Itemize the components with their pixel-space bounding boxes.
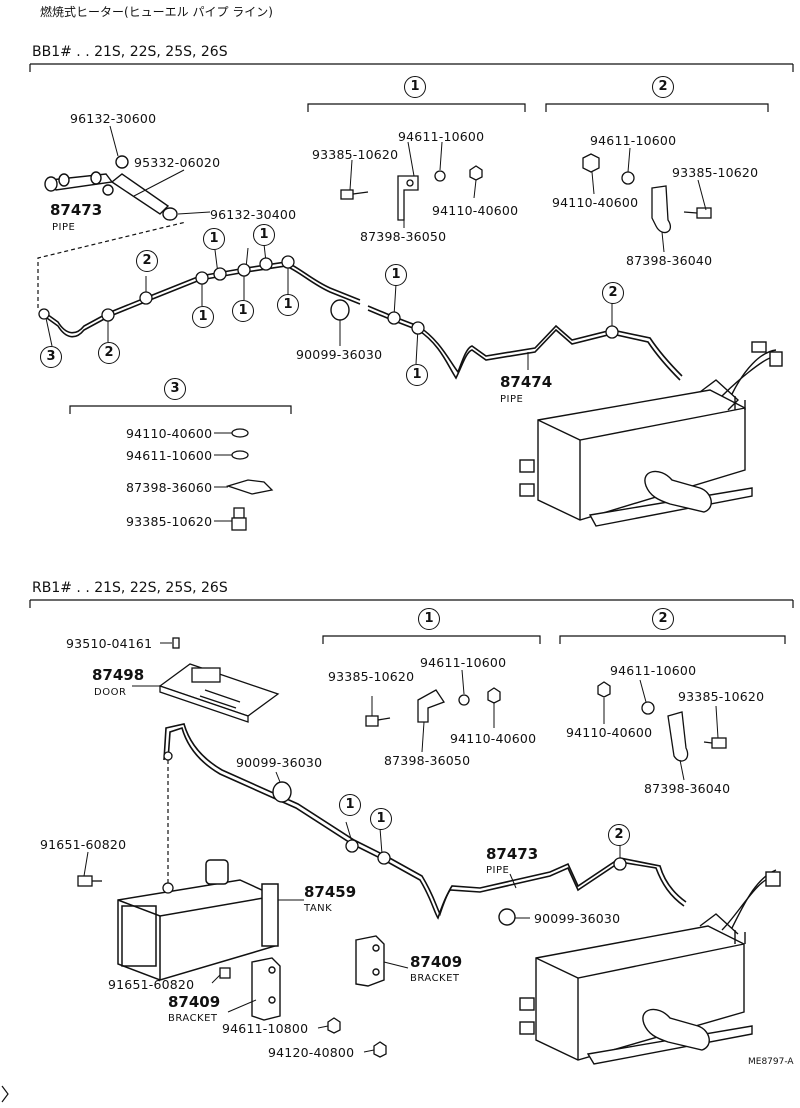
rb-part-87473-pipe: PIPE: [486, 865, 510, 876]
bb-g3-part-94110: 94110-40600: [126, 426, 213, 441]
rb-part-90099-b: 90099-36030: [534, 911, 621, 926]
part-87473-pipe: PIPE: [52, 222, 76, 233]
bb-grommet: [330, 299, 350, 321]
rb-section-bracket: [29, 599, 794, 608]
bb-part-87474: 87474: [500, 373, 553, 391]
bb-callout-1d: 1: [232, 300, 254, 322]
rb-g1-part-93385: 93385-10620: [328, 669, 415, 684]
rb-part-93510: 93510-04161: [66, 636, 153, 651]
rb-g2-part-94611: 94611-10600: [610, 663, 697, 678]
bb-callout-3: 3: [40, 346, 62, 368]
bb-callout-1g: 1: [406, 364, 428, 386]
bb-group3-marker: 3: [164, 378, 186, 400]
rb-part-87498: 87498: [92, 666, 145, 684]
bb-part-87474-pipe: PIPE: [500, 394, 524, 405]
rb-group2-marker: 2: [652, 608, 674, 630]
bb-callout-1f: 1: [385, 264, 407, 286]
bb-callout-1c: 1: [192, 306, 214, 328]
bb-section-header: BB1# . . 21S, 22S, 25S, 26S: [32, 44, 228, 60]
bb-callout-2b: 2: [98, 342, 120, 364]
rb-g1-part-94611: 94611-10600: [420, 655, 507, 670]
rb-group1-marker: 1: [418, 608, 440, 630]
rb-part-87409-left: 87409: [168, 993, 221, 1011]
rb-fuel-pipe-87473: [163, 723, 687, 920]
part-87473-label: 87473: [50, 201, 103, 219]
doc-code: ME8797-A: [748, 1057, 794, 1067]
rb-part-87459: 87459: [304, 883, 357, 901]
rb-g2-part-93385: 93385-10620: [678, 689, 765, 704]
rb-g2-part-87398: 87398-36040: [644, 781, 731, 796]
bb-callout-2a: 2: [136, 250, 158, 272]
rb-callout-2: 2: [608, 824, 630, 846]
bb-hose-assembly: [44, 155, 178, 221]
rb-bracket-right-87409: [355, 935, 385, 987]
page-corner-mark: [1, 1085, 9, 1103]
rb-door-label: DOOR: [94, 687, 127, 698]
bb-g1-part-87398: 87398-36050: [360, 229, 447, 244]
rb-g1-part-87398: 87398-36050: [384, 753, 471, 768]
bb-callout-1b: 1: [253, 224, 275, 246]
bb-group1-parts: [340, 165, 483, 221]
part-96132-30600: 96132-30600: [70, 111, 157, 126]
rb-grommet-b: [498, 908, 516, 926]
bb-heater-unit: [519, 341, 783, 527]
rb-screws: [77, 637, 387, 1058]
rb-bracket-right-label: BRACKET: [410, 973, 460, 984]
rb-heater-unit: [519, 869, 781, 1065]
group-brackets-rb: [322, 635, 786, 644]
bb-g3-part-87398: 87398-36060: [126, 480, 213, 495]
bb-callout-1a: 1: [203, 228, 225, 250]
rb-door-87498: [158, 663, 280, 723]
bb-g1-part-94611: 94611-10600: [398, 129, 485, 144]
rb-grommet-a: [272, 781, 292, 803]
bb-group2-marker: 2: [652, 76, 674, 98]
rb-section-header: RB1# . . 21S, 22S, 25S, 26S: [32, 580, 228, 596]
rb-callout-1a: 1: [339, 794, 361, 816]
rb-g1-part-94110: 94110-40600: [450, 731, 537, 746]
bb-callout-1e: 1: [277, 294, 299, 316]
bb-callout-2c: 2: [602, 282, 624, 304]
bb-g3-part-94611: 94611-10600: [126, 448, 213, 463]
rb-bracket-left-label: BRACKET: [168, 1013, 218, 1024]
bb-group2-parts: [582, 153, 712, 234]
page-title: 燃焼式ヒーター(ヒューエル パイプ ライン): [40, 5, 273, 19]
rb-group1-parts: [365, 687, 501, 727]
bb-g2-part-94110: 94110-40600: [552, 195, 639, 210]
bb-section-bracket: [29, 63, 794, 72]
pipe-clamp-points: [38, 255, 627, 894]
part-96132-30400: 96132-30400: [210, 207, 297, 222]
bb-dashed-leaders: [37, 221, 187, 308]
rb-bracket-left-87409: [251, 957, 281, 1021]
bb-g3-part-93385: 93385-10620: [126, 514, 213, 529]
rb-part-91651-a: 91651-60820: [40, 837, 127, 852]
rb-part-90099-a: 90099-36030: [236, 755, 323, 770]
rb-callout-1b: 1: [370, 808, 392, 830]
rb-tank-87459: [117, 859, 279, 981]
rb-part-87473: 87473: [486, 845, 539, 863]
bb-g2-part-94611: 94611-10600: [590, 133, 677, 148]
bb-group1-marker: 1: [404, 76, 426, 98]
rb-g2-part-94110: 94110-40600: [566, 725, 653, 740]
bb-group3-parts: [225, 428, 274, 531]
rb-group2-parts: [597, 681, 727, 762]
rb-part-91651-b: 91651-60820: [108, 977, 195, 992]
rb-tank-label: TANK: [304, 903, 333, 914]
bb-g1-part-94110: 94110-40600: [432, 203, 519, 218]
bb-g1-part-93385: 93385-10620: [312, 147, 399, 162]
bb-g2-part-93385: 93385-10620: [672, 165, 759, 180]
rb-part-94611-10800: 94611-10800: [222, 1021, 309, 1036]
bb-part-90099: 90099-36030: [296, 347, 383, 362]
rb-part-94120: 94120-40800: [268, 1045, 355, 1060]
bb-g2-part-87398: 87398-36040: [626, 253, 713, 268]
bb-fuel-pipe-87474: [43, 261, 683, 381]
rb-part-87409-right: 87409: [410, 953, 463, 971]
group-brackets-bb: [69, 103, 769, 414]
part-95332-06020: 95332-06020: [134, 155, 221, 170]
